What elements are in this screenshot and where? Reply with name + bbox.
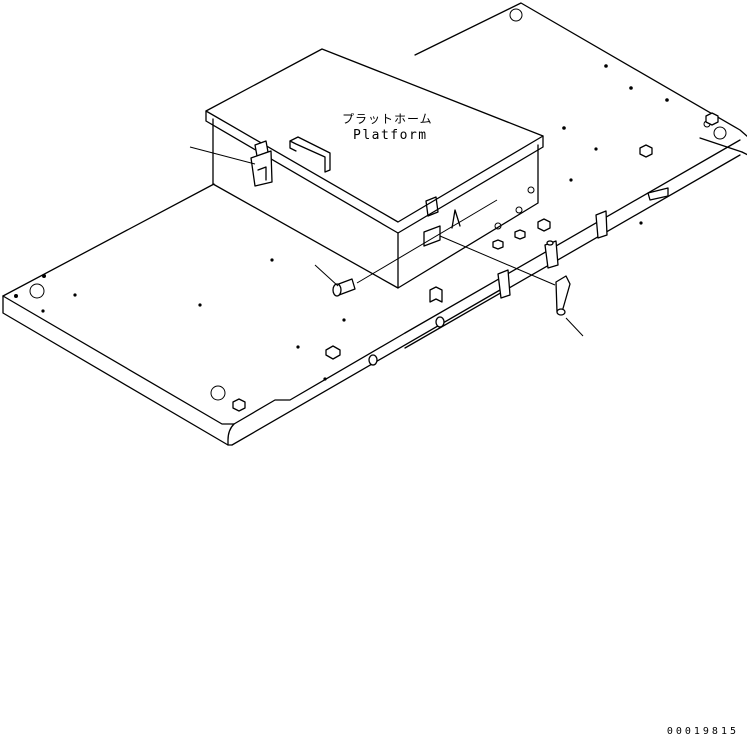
right-latch xyxy=(555,275,571,316)
platform-label-english: Platform xyxy=(353,128,428,143)
platform-label-japanese: プラットホーム xyxy=(342,112,433,126)
left-latch xyxy=(250,140,273,187)
tool-box xyxy=(205,48,544,289)
rear-plate-fasteners xyxy=(232,64,719,412)
side-rail xyxy=(368,139,741,366)
leader-lines xyxy=(189,146,584,337)
drawing-code: 00019815 xyxy=(666,726,739,737)
pin xyxy=(332,278,356,297)
front-floor-plate xyxy=(2,183,501,446)
